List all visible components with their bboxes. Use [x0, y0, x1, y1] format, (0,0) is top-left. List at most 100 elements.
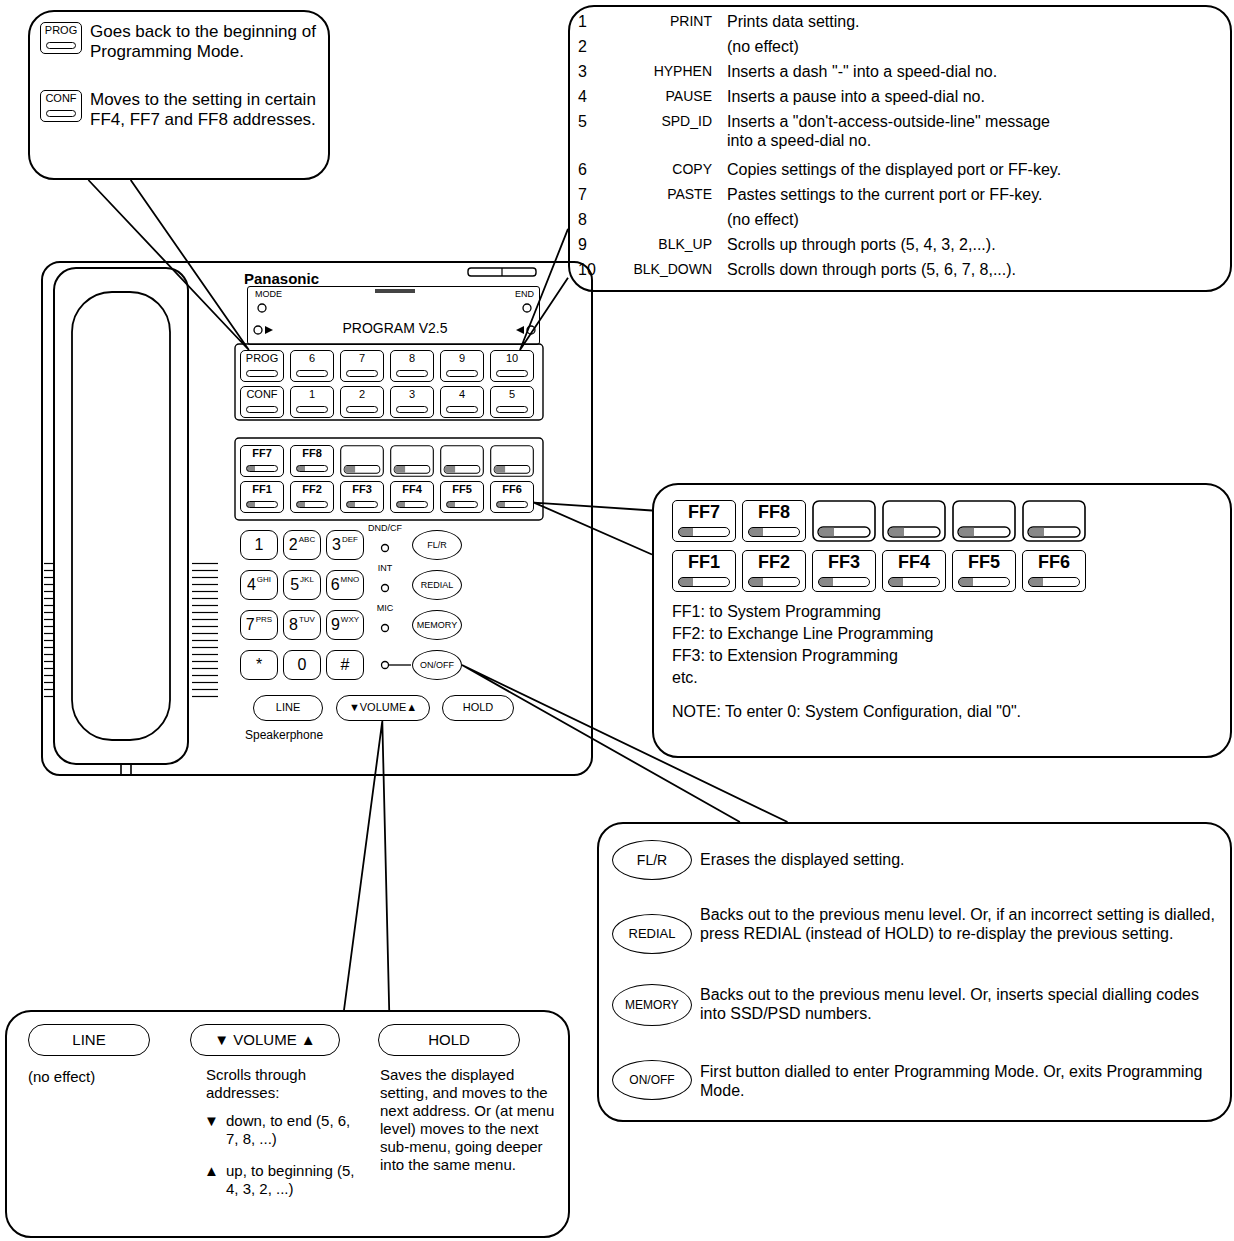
display-text: MODE	[255, 289, 295, 300]
key-slot	[46, 110, 76, 117]
callout-text: COPY	[600, 161, 712, 178]
key-slot	[496, 370, 528, 377]
dial-key-label: JKL	[300, 575, 314, 585]
dial-key: #	[326, 650, 364, 680]
callout-text: Prints data setting.	[727, 12, 1222, 31]
callout-box: Erases the displayed setting.Backs out t…	[597, 822, 1232, 1122]
bar-key: ▼ VOLUME ▲	[190, 1024, 340, 1056]
indicator-lamp	[382, 625, 389, 632]
key-label: 4	[459, 388, 465, 401]
callout-text: ▼	[204, 1112, 224, 1130]
callout-box: Goes back to the beginning of Programmin…	[28, 10, 330, 180]
display-text: PROGRAM V2.5	[290, 320, 500, 337]
ff-key: FF5	[440, 481, 484, 513]
key-slot	[678, 577, 730, 587]
dial-key-label: DEF	[342, 535, 358, 545]
bar-key: HOLD	[378, 1024, 520, 1056]
callout-text: Saves the displayed setting, and moves t…	[380, 1066, 562, 1174]
key-label: 5	[509, 388, 515, 401]
key-slot	[678, 527, 730, 537]
blank-ff-key	[1023, 501, 1085, 541]
key-slot	[396, 406, 428, 413]
function-key-label: ON/OFF	[420, 660, 454, 671]
function-key-label: MEMORY	[417, 620, 457, 631]
ff-key-label: FF6	[502, 483, 522, 496]
program-key: 3	[390, 386, 434, 418]
ff-key: FF4	[882, 550, 946, 592]
key-slot	[246, 465, 278, 472]
program-key: 6	[290, 350, 334, 382]
phone-label: INT	[365, 563, 405, 574]
key-label: ▼VOLUME▲	[349, 701, 417, 714]
soft-key	[523, 304, 531, 312]
callout-box: 1PRINTPrints data setting.2(no effect)3H…	[568, 5, 1232, 292]
dial-key: 2ABC	[283, 530, 321, 560]
phone-label: MIC	[365, 603, 405, 614]
program-key: CONF	[240, 386, 284, 418]
callout-box: (no effect)Scrolls through addresses:▼do…	[5, 1010, 570, 1238]
soft-key	[258, 304, 266, 312]
callout-text: Scrolls up through ports (5, 4, 3, 2,...…	[727, 235, 1222, 254]
callout-text: etc.	[672, 668, 1212, 687]
ff-key: FF8	[290, 445, 334, 477]
callout-text: BLK_DOWN	[600, 261, 712, 278]
function-key: MEMORY	[412, 610, 462, 640]
dial-key-label: 7	[246, 615, 255, 634]
dial-key-label: 3	[332, 535, 341, 554]
dial-key-label: PRS	[256, 615, 272, 625]
callout-text: (no effect)	[727, 37, 1222, 56]
indicator-lamp	[382, 585, 389, 592]
dial-key-label: 8	[289, 615, 298, 634]
program-key: 4	[440, 386, 484, 418]
key-label: 3	[409, 388, 415, 401]
function-key: MEMORY	[612, 984, 692, 1026]
dial-key: 6MNO	[326, 570, 364, 600]
lcd-display: MODEENDPROGRAM V2.5	[247, 286, 540, 345]
function-key: REDIAL	[612, 914, 692, 954]
key-slot	[296, 406, 328, 413]
blank-ff-key	[491, 446, 534, 476]
callout-text: up, to beginning (5, 4, 3, 2, ...)	[226, 1162, 356, 1198]
function-key-label: MEMORY	[625, 998, 679, 1012]
display-logo	[375, 289, 415, 293]
indicator-line	[389, 664, 411, 665]
key-label: LINE	[72, 1031, 105, 1049]
dial-key: 1	[240, 530, 278, 560]
key-label: CONF	[246, 388, 277, 401]
dial-key: 8TUV	[283, 610, 321, 640]
ff-key-label: FF2	[302, 483, 322, 496]
key-slot	[818, 577, 870, 587]
ff-key: FF7	[672, 500, 736, 542]
key-label: 6	[309, 352, 315, 365]
blank-ff-key	[441, 446, 484, 476]
key-slot	[888, 577, 940, 587]
dial-key-label: 2	[289, 535, 298, 554]
key-slot	[748, 527, 800, 537]
program-key: PROG	[40, 22, 82, 54]
function-key-label: FL/R	[427, 540, 447, 551]
callout-text: 3	[578, 62, 608, 81]
callout-text: (no effect)	[28, 1068, 168, 1086]
callout-text: 4	[578, 87, 608, 106]
key-label: 2	[359, 388, 365, 401]
callout-text: NOTE: To enter 0: System Configuration, …	[672, 702, 1212, 721]
callout-text: ▲	[204, 1162, 224, 1180]
bar-key: HOLD	[442, 695, 514, 721]
key-slot	[748, 577, 800, 587]
callout-text: Scrolls down through ports (5, 6, 7, 8,.…	[727, 260, 1222, 279]
indicator-lamp	[382, 662, 389, 669]
ff-key: FF3	[812, 550, 876, 592]
dial-key: 3DEF	[326, 530, 364, 560]
dial-key-label: #	[341, 655, 350, 674]
key-slot	[496, 501, 528, 508]
message-lamp	[468, 268, 536, 276]
key-slot	[446, 406, 478, 413]
ff-key: FF8	[742, 500, 806, 542]
ff-key-label: FF2	[758, 552, 790, 574]
dial-key-label: *	[256, 655, 262, 674]
ff-key: FF2	[742, 550, 806, 592]
callout-pointer	[462, 665, 788, 822]
callout-text: Scrolls through addresses:	[206, 1066, 356, 1102]
soft-key	[254, 326, 262, 334]
